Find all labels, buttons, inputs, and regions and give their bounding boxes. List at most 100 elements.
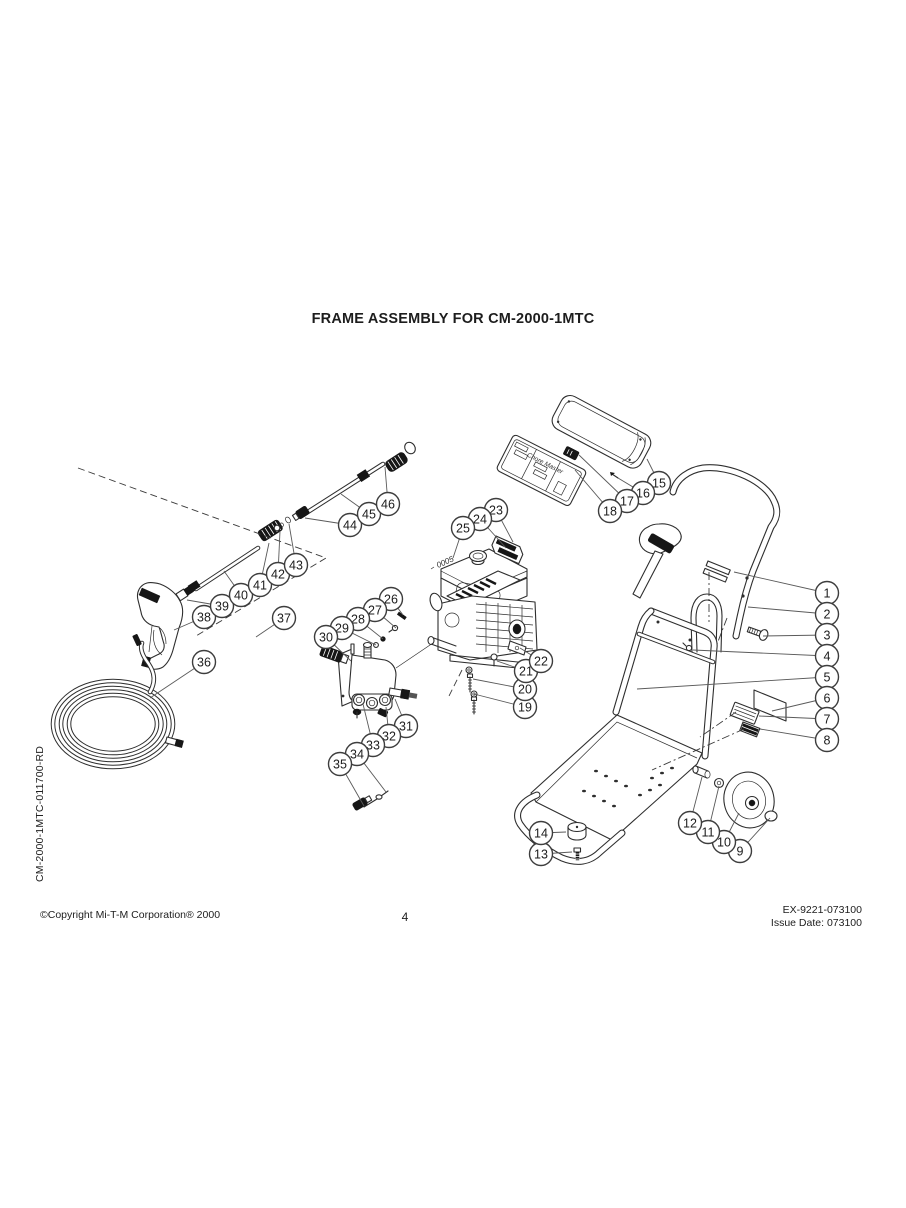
balloon-number: 24 xyxy=(473,513,487,527)
balloon-number: 1 xyxy=(824,587,831,601)
cover-panel-drawing xyxy=(551,394,652,469)
balloon-number: 40 xyxy=(234,589,248,603)
panel-screw-drawing xyxy=(610,472,619,479)
balloon-number: 28 xyxy=(351,613,365,627)
part-callout-20: 20 xyxy=(472,676,538,702)
part-callout-42: 42 xyxy=(265,530,291,587)
balloon-number: 4 xyxy=(824,650,831,664)
balloon-number: 15 xyxy=(652,477,666,491)
balloon-number: 41 xyxy=(253,579,267,593)
part-callout-1: 1 xyxy=(733,571,840,606)
balloon-number: 42 xyxy=(271,568,285,582)
balloon-number: 5 xyxy=(824,671,831,685)
part-callout-38: 38 xyxy=(173,604,217,631)
balloon-circle xyxy=(191,604,217,630)
balloon-number: 7 xyxy=(824,713,831,727)
balloon-circle xyxy=(327,751,353,777)
balloon-circle xyxy=(313,624,339,650)
pump-assembly-drawing xyxy=(319,611,457,820)
page-title: FRAME ASSEMBLY FOR CM-2000-1MTC xyxy=(311,311,595,327)
assembly-outline-dashed xyxy=(77,467,328,637)
balloon-circle xyxy=(228,582,254,608)
balloon-number: 17 xyxy=(620,495,634,509)
balloon-number: 45 xyxy=(362,508,376,522)
part-callout-41: 41 xyxy=(247,542,273,598)
pressure-hose-drawing xyxy=(50,634,184,770)
balloon-number: 8 xyxy=(824,734,831,748)
control-panel-label-drawing: Chore Master xyxy=(496,434,619,507)
balloon-number: 33 xyxy=(366,739,380,753)
platform-holes xyxy=(582,766,674,808)
chemical-hose-drawing xyxy=(352,763,457,820)
part-callout-39: 39 xyxy=(186,593,235,619)
balloon-number: 12 xyxy=(683,817,697,831)
leader-line xyxy=(636,676,828,690)
balloon-number: 3 xyxy=(824,629,831,643)
balloon-circle xyxy=(337,512,363,538)
document-reference: EX-9221-073100 Issue Date: 073100 xyxy=(771,904,862,929)
part-callout-3: 3 xyxy=(762,622,840,648)
part-callout-35: 35 xyxy=(327,751,365,807)
balloon-number: 32 xyxy=(382,730,396,744)
balloon-circle xyxy=(283,552,309,578)
issue-date: Issue Date: 073100 xyxy=(770,916,862,929)
balloon-circle xyxy=(247,572,273,598)
balloon-circle xyxy=(209,593,235,619)
axle-pin-drawing xyxy=(692,765,711,779)
balloon-number: 31 xyxy=(399,720,413,734)
wheel-assembly-drawing xyxy=(692,765,778,829)
balloon-number: 46 xyxy=(381,498,395,512)
balloon-number: 39 xyxy=(215,600,229,614)
part-callout-26: 26 xyxy=(378,586,404,616)
part-callout-14: 14 xyxy=(528,820,567,846)
balloon-number: 30 xyxy=(319,631,333,645)
balloon-number: 21 xyxy=(519,665,533,679)
warning-decal-drawing xyxy=(729,701,760,725)
part-callout-4: 4 xyxy=(692,643,840,669)
spray-gun-drawing xyxy=(136,582,199,670)
balloon-circle xyxy=(191,649,217,675)
part-callout-22: 22 xyxy=(519,647,554,674)
part-callout-2: 2 xyxy=(747,601,840,627)
balloon-number: 35 xyxy=(333,758,347,772)
balloon-number: 10 xyxy=(717,836,731,850)
balloon-number: 29 xyxy=(335,622,349,636)
balloon-number: 38 xyxy=(197,611,211,625)
hub-cap-drawing xyxy=(764,810,778,822)
switch-drawing xyxy=(563,446,580,461)
balloon-number: 9 xyxy=(737,845,744,859)
leader-line xyxy=(692,649,828,657)
callout-balloons: 1234567891011121314151617181920212223242… xyxy=(149,454,840,867)
balloon-number: 20 xyxy=(518,683,532,697)
part-callout-8: 8 xyxy=(759,727,840,753)
stripe-decal-drawing xyxy=(739,721,761,738)
balloon-circle xyxy=(814,727,840,753)
part-callout-46: 46 xyxy=(375,466,401,517)
handle-bolt-drawing xyxy=(746,626,769,641)
part-callout-37: 37 xyxy=(255,605,297,638)
pump-outlet-drawing xyxy=(388,687,418,700)
balloon-number: 16 xyxy=(636,487,650,501)
part-callout-12: 12 xyxy=(677,776,703,836)
balloon-number: 14 xyxy=(534,827,548,841)
balloon-circle xyxy=(375,491,401,517)
balloon-circle xyxy=(450,515,476,541)
balloon-number: 13 xyxy=(534,848,548,862)
page-number: 4 xyxy=(401,910,409,924)
balloon-circle xyxy=(528,648,554,674)
part-callout-25: 25 xyxy=(450,515,476,559)
engine-assembly-drawing: 0005 xyxy=(427,535,538,715)
balloon-number: 6 xyxy=(824,692,831,706)
part-callout-45: 45 xyxy=(340,493,382,527)
balloon-circle xyxy=(677,810,703,836)
balloon-circle xyxy=(271,605,297,631)
balloon-number: 36 xyxy=(197,656,211,670)
balloon-number: 11 xyxy=(702,826,715,840)
part-callout-11: 11 xyxy=(695,785,721,845)
part-callout-44: 44 xyxy=(304,512,363,538)
part-callout-5: 5 xyxy=(636,664,840,690)
part-callout-30: 30 xyxy=(313,624,352,662)
balloon-number: 43 xyxy=(289,559,303,573)
